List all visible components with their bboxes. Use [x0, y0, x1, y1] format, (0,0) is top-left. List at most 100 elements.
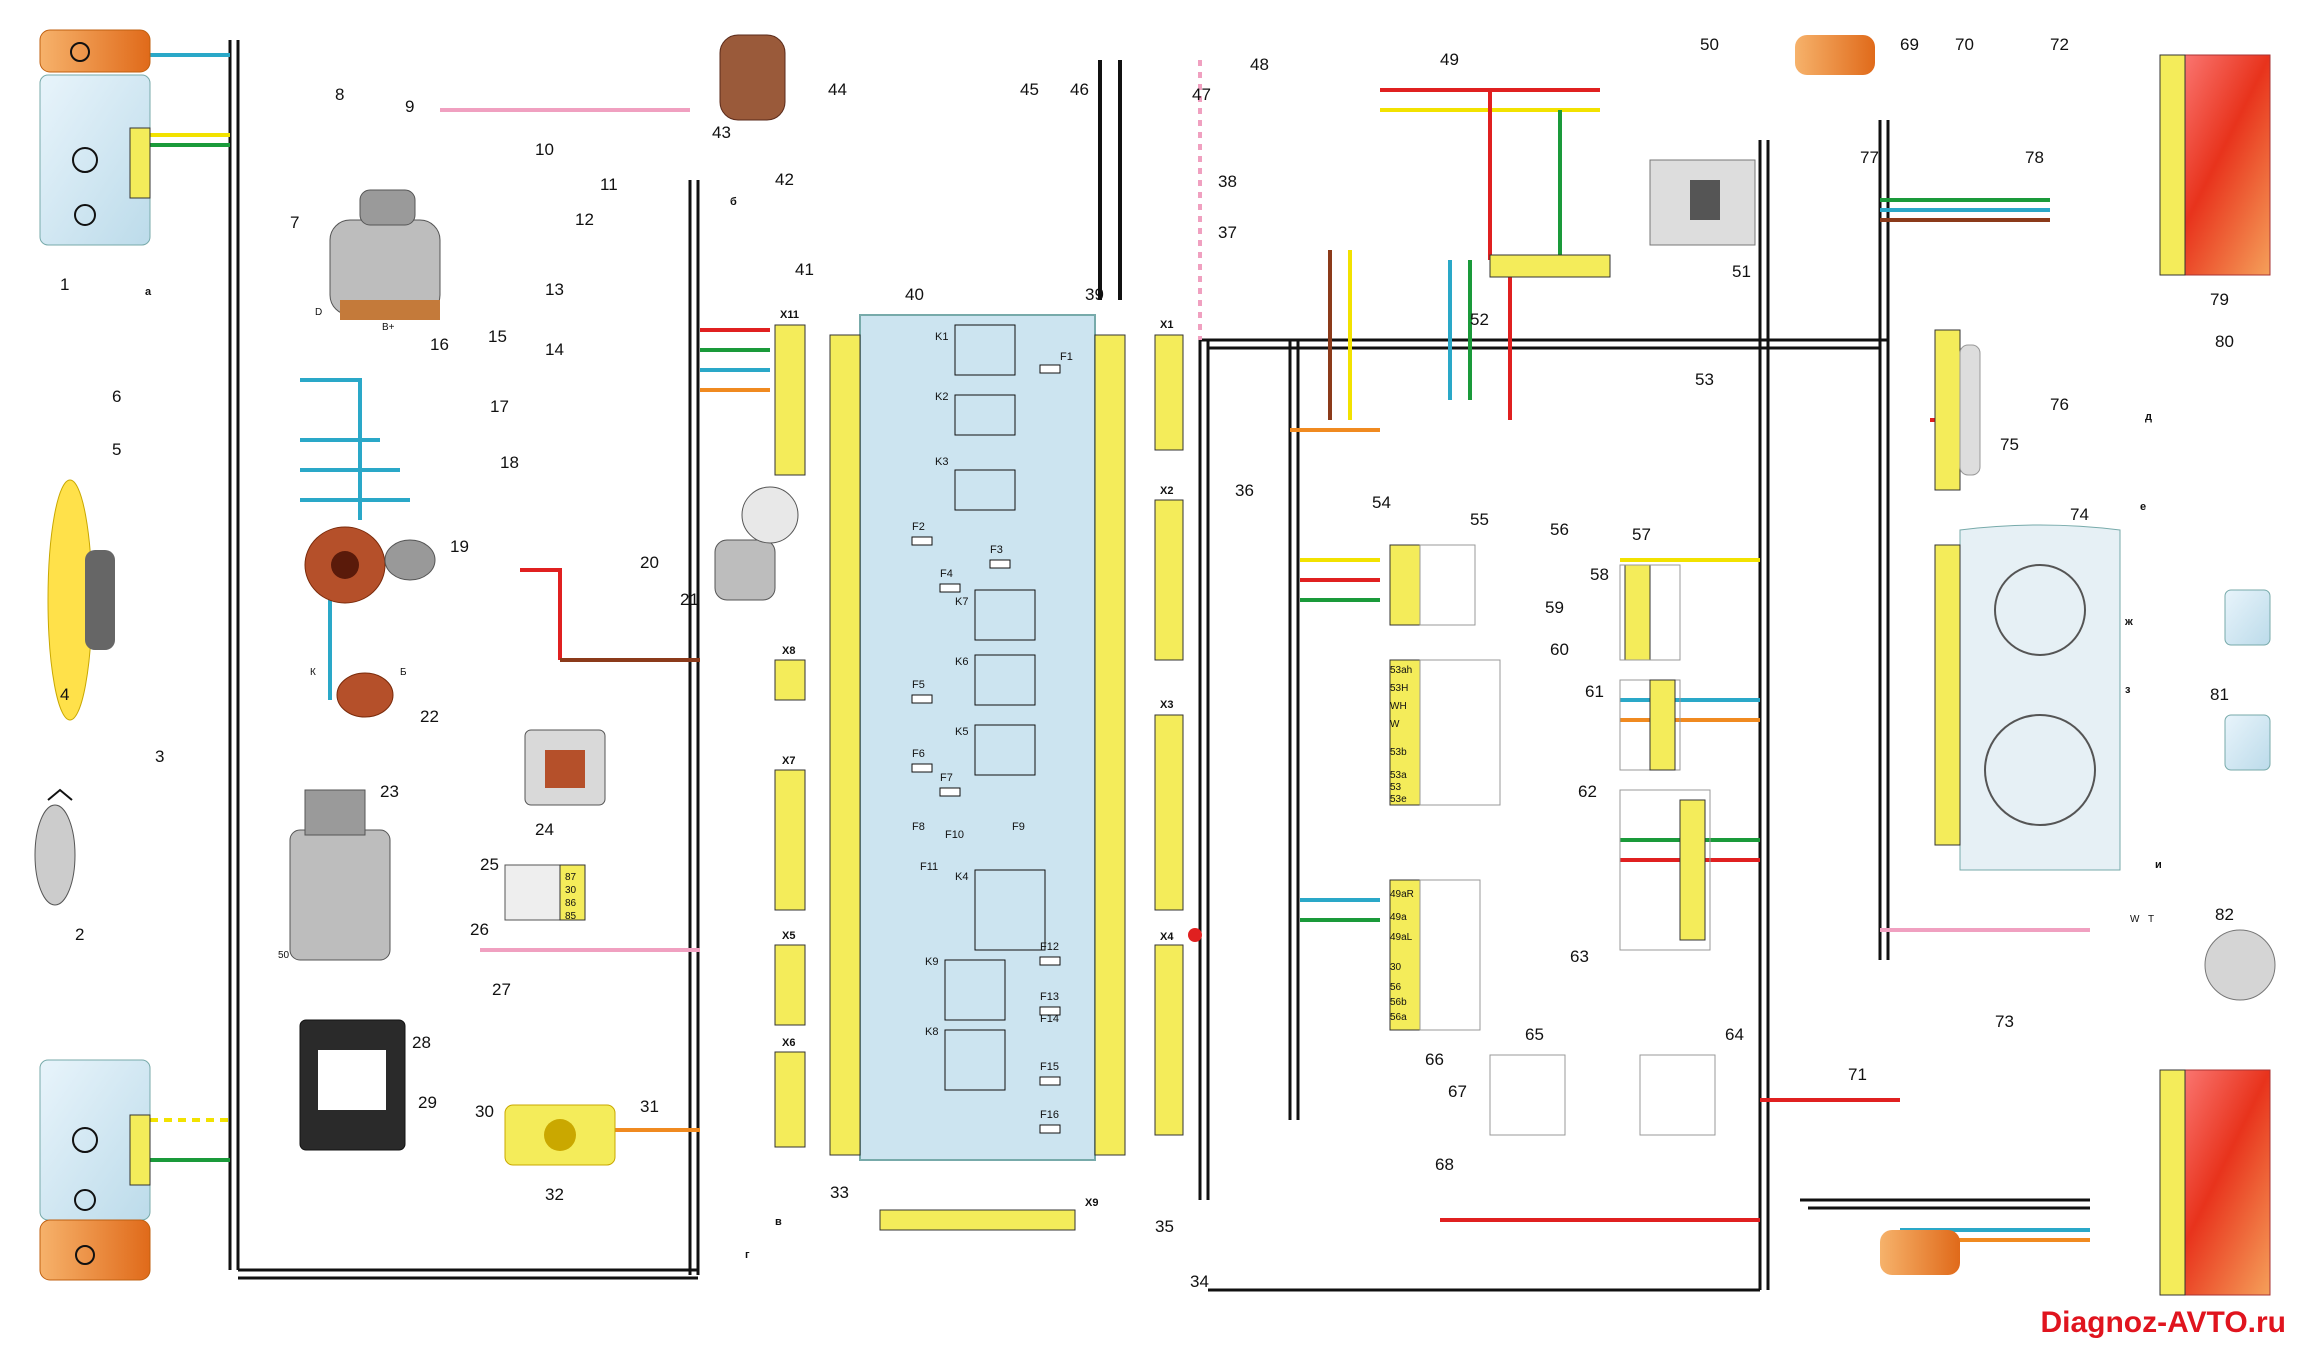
relay-k8: K8 — [925, 1026, 1006, 1091]
callout-73: 73 — [1995, 1012, 2014, 1031]
switch-61 — [1619, 679, 1681, 771]
svg-text:F5: F5 — [912, 679, 925, 691]
svg-text:W: W — [1390, 719, 1400, 730]
relay-k5: K5 — [955, 724, 1036, 776]
instrument-lamp-panel-75 — [1934, 329, 1981, 491]
svg-text:K5: K5 — [955, 726, 968, 738]
relay-k7: K7 — [955, 589, 1036, 641]
svg-text:Б: Б — [400, 667, 407, 678]
cooling-fan — [47, 479, 115, 721]
callout-69: 69 — [1900, 35, 1919, 54]
callout-72: 72 — [2050, 35, 2069, 54]
connector-x9: X9 — [879, 1197, 1098, 1231]
svg-text:X2: X2 — [1160, 485, 1173, 497]
horn — [34, 788, 76, 906]
svg-text:30: 30 — [1390, 962, 1402, 973]
relay-k1: K1 — [935, 324, 1016, 376]
headlamp-front-bottom — [39, 1059, 151, 1281]
callout-40: 40 — [905, 285, 924, 304]
svg-text:F6: F6 — [912, 748, 925, 760]
alarm-unit-30 — [504, 1104, 616, 1166]
callout-45: 45 — [1020, 80, 1039, 99]
callout-20: 20 — [640, 553, 659, 572]
relay-k3: K3 — [935, 456, 1016, 511]
svg-text:49aR: 49aR — [1390, 889, 1414, 900]
svg-text:F13: F13 — [1040, 991, 1059, 1003]
connector-x8: X8 — [774, 645, 806, 701]
svg-text:D: D — [315, 307, 322, 318]
ignition-coil-22: К Б — [310, 667, 407, 718]
rear-lights-69 — [1795, 35, 1960, 1275]
svg-text:30: 30 — [565, 885, 577, 896]
relay-25: 87 30 86 85 — [504, 864, 586, 922]
generator-16: D B+ — [315, 189, 441, 333]
callout-70: 70 — [1955, 35, 1974, 54]
svg-text:в: в — [775, 1216, 782, 1228]
fuse-symbols — [911, 364, 1061, 1134]
callout-26: 26 — [470, 920, 489, 939]
svg-text:F9: F9 — [1012, 821, 1025, 833]
svg-text:X3: X3 — [1160, 699, 1173, 711]
callout-58: 58 — [1590, 565, 1609, 584]
svg-text:56a: 56a — [1390, 1012, 1407, 1023]
callout-48: 48 — [1250, 55, 1269, 74]
callout-43: 43 — [712, 123, 731, 142]
distributor-19 — [304, 526, 436, 604]
fuel-gauge-82: W T — [2130, 914, 2276, 1001]
callout-71: 71 — [1848, 1065, 1867, 1084]
svg-text:K7: K7 — [955, 596, 968, 608]
svg-text:F3: F3 — [990, 544, 1003, 556]
switch-58 — [1619, 564, 1681, 661]
relay-k6: K6 — [955, 654, 1036, 706]
callout-77: 77 — [1860, 148, 1879, 167]
svg-text:87: 87 — [565, 872, 577, 883]
callout-78: 78 — [2025, 148, 2044, 167]
callout-75: 75 — [2000, 435, 2019, 454]
svg-text:W: W — [2130, 914, 2140, 925]
callout-30: 30 — [475, 1102, 494, 1121]
callout-82: 82 — [2215, 905, 2234, 924]
watermark-text: Diagnoz-AVTO.ru — [2040, 1306, 2286, 1339]
callout-51: 51 — [1732, 262, 1751, 281]
svg-text:F1: F1 — [1060, 351, 1073, 363]
svg-text:F14: F14 — [1040, 1013, 1059, 1025]
callout-22: 22 — [420, 707, 439, 726]
pinout-letters: а б в г д е ж з и — [145, 196, 2162, 1261]
svg-text:56b: 56b — [1390, 997, 1407, 1008]
svg-text:F4: F4 — [940, 568, 953, 580]
svg-text:а: а — [145, 286, 152, 298]
block-65-64 — [1489, 1054, 1716, 1136]
callout-61: 61 — [1585, 682, 1604, 701]
connector-x5: X5 — [774, 930, 806, 1026]
callout-52: 52 — [1470, 310, 1489, 329]
callout-35: 35 — [1155, 1217, 1174, 1236]
svg-text:д: д — [2145, 411, 2152, 423]
callout-29: 29 — [418, 1093, 437, 1112]
svg-text:б: б — [730, 196, 737, 208]
svg-text:K4: K4 — [955, 871, 968, 883]
relay-k2: K2 — [935, 391, 1016, 436]
callout-32: 32 — [545, 1185, 564, 1204]
starter-23: 50 — [278, 789, 391, 961]
callout-21: 21 — [680, 590, 699, 609]
battery-29 — [299, 1019, 406, 1151]
callout-54: 54 — [1372, 493, 1391, 512]
callout-53: 53 — [1695, 370, 1714, 389]
callout-38: 38 — [1218, 172, 1237, 191]
svg-text:56: 56 — [1390, 982, 1402, 993]
callout-2: 2 — [75, 925, 84, 944]
svg-text:F11: F11 — [920, 861, 938, 873]
callout-49: 49 — [1440, 50, 1459, 69]
callout-34: 34 — [1190, 1272, 1209, 1291]
svg-text:X5: X5 — [782, 930, 795, 942]
callout-8: 8 — [335, 85, 344, 104]
callout-67: 67 — [1448, 1082, 1467, 1101]
callout-17: 17 — [490, 397, 509, 416]
ecu-51 — [1649, 159, 1756, 246]
svg-text:86: 86 — [565, 898, 577, 909]
callout-19: 19 — [450, 537, 469, 556]
connector-x6: X6 — [774, 1037, 806, 1148]
callout-16: 16 — [430, 335, 449, 354]
callout-47: 47 — [1192, 85, 1211, 104]
